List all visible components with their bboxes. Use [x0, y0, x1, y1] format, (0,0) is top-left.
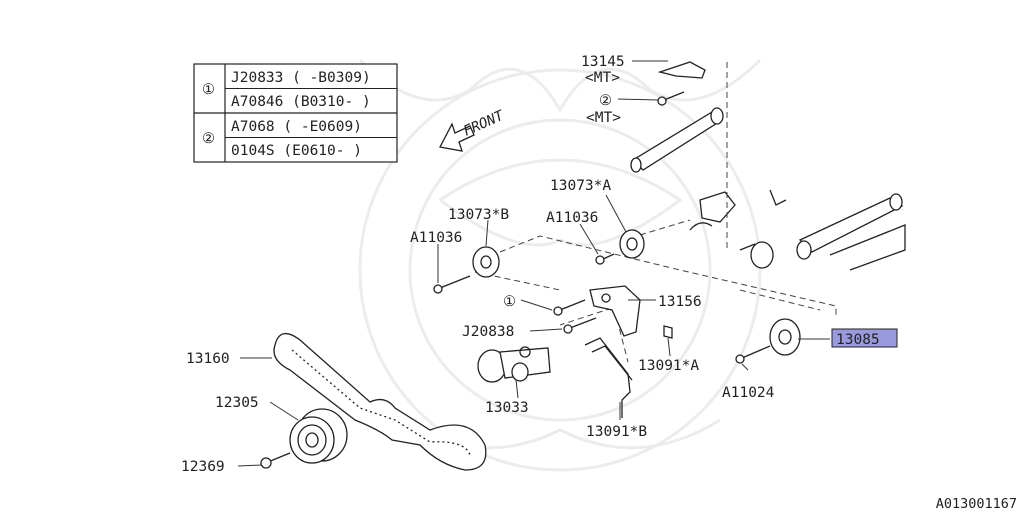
label-13073b: 13073*B	[448, 207, 509, 223]
label-13085-highlight	[831, 328, 898, 348]
idler-pulley-13085	[769, 318, 801, 356]
dashed-reference-lines	[474, 62, 837, 363]
legend-table: ① J20833 ( -B0309) A70846 (B0310- ) ② A7…	[193, 63, 398, 163]
label-circle-1: ①	[503, 294, 516, 310]
label-13160: 13160	[186, 351, 230, 367]
label-13156: 13156	[658, 294, 702, 310]
legend-entry: A7068 ( -E0609)	[231, 119, 362, 135]
legend-symbol-2: ②	[202, 131, 215, 147]
front-arrow-icon: FRONT	[439, 107, 508, 152]
bolt-12369	[260, 452, 291, 469]
bolt-a11036-left	[433, 275, 471, 294]
label-13073a: 13073*A	[550, 178, 611, 194]
timing-belt-13160	[273, 333, 487, 471]
leader-lines	[237, 60, 830, 467]
bolt-2	[657, 91, 685, 106]
bracket-13091b	[584, 337, 633, 418]
label-13091b: 13091*B	[586, 424, 647, 440]
tensioner-bracket-13156	[589, 285, 641, 337]
legend-symbol-1: ①	[202, 82, 215, 98]
label-mt-2: <MT>	[586, 110, 621, 126]
crank-pulley-12305	[289, 408, 348, 464]
bolt-a11036-right	[595, 253, 615, 265]
label-13085: 13085	[836, 332, 880, 348]
label-12305: 12305	[215, 395, 259, 411]
watermark-emblem	[358, 58, 762, 472]
part-labels: 13145 <MT> ② <MT> 13073*A 13073*B A11036…	[181, 54, 898, 475]
label-13033: 13033	[485, 400, 529, 416]
label-a11024: A11024	[722, 385, 775, 401]
tensioner-13033	[477, 346, 551, 383]
label-mt-1: <MT>	[585, 70, 620, 86]
legend-entry: 0104S (E0610- )	[231, 143, 362, 159]
cam-cover-lower	[796, 193, 906, 271]
legend-entry: A70846 (B0310- )	[231, 94, 371, 110]
label-13145: 13145	[581, 54, 625, 70]
bolt-13091a	[663, 325, 673, 339]
front-label: FRONT	[461, 107, 507, 139]
idler-pulley-13073a	[619, 229, 645, 259]
label-13091a: 13091*A	[638, 358, 699, 374]
label-a11036-left: A11036	[410, 230, 462, 246]
sprocket-parts	[689, 189, 787, 269]
bolt-1	[553, 299, 586, 316]
idler-pulley-13073b	[472, 246, 500, 278]
label-circle-2: ②	[599, 93, 612, 109]
bolt-a11024	[735, 345, 771, 364]
label-a11036-right: A11036	[546, 210, 598, 226]
label-j20838: J20838	[462, 324, 514, 340]
label-12369: 12369	[181, 459, 225, 475]
bolt-j20838	[563, 317, 597, 334]
cam-cover-upper	[630, 61, 724, 173]
legend-entry: J20833 ( -B0309)	[231, 70, 371, 86]
diagram-id: A013001167	[936, 496, 1017, 512]
